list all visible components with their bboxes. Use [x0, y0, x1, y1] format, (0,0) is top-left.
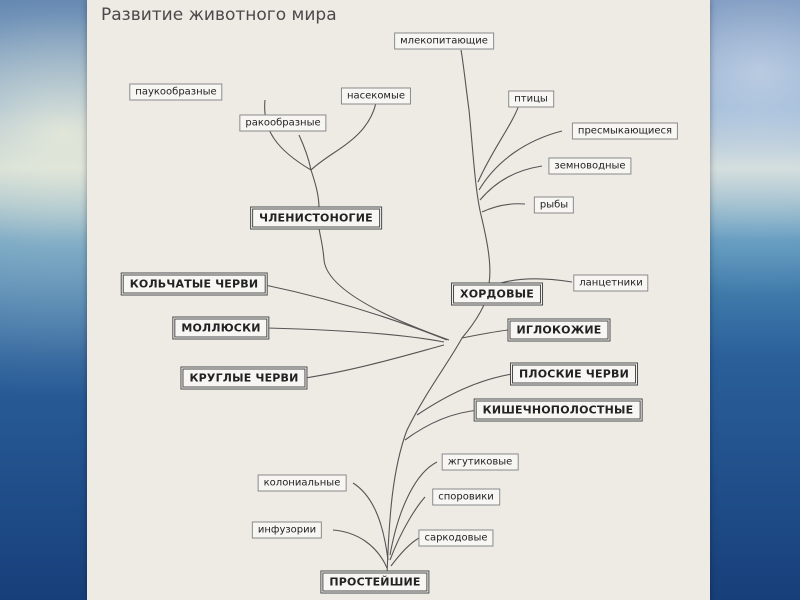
branch-reptiles: [478, 130, 563, 191]
node-mammals: млекопитающие: [394, 32, 494, 50]
branch-flagellates: [389, 461, 438, 556]
branch-birds: [477, 104, 520, 183]
node-protozoa: ПРОСТЕЙШИЕ: [320, 570, 430, 594]
node-crustaceans: ракообразные: [239, 114, 327, 132]
branch-cnidarians: [404, 409, 480, 441]
branch-echinoderms: [461, 329, 509, 339]
node-colonial: колониальные: [257, 474, 347, 492]
node-lancelets: ланцетники: [573, 274, 649, 292]
trunk-main: [386, 291, 490, 576]
branch-sarcodines: [390, 537, 420, 567]
arthropods-up: [310, 169, 320, 209]
branch-flatworms: [416, 373, 513, 416]
diagram-page: Развитие животного мира: [87, 0, 710, 600]
chordates-stem: [460, 49, 491, 285]
node-arthropods: ЧЛЕНИСТОНОГИЕ: [250, 206, 382, 230]
tree-branches: [264, 49, 573, 576]
node-fish: рыбы: [533, 196, 575, 214]
node-ciliates: инфузории: [251, 521, 323, 539]
node-annelids: КОЛЬЧАТЫЕ ЧЕРВИ: [120, 272, 268, 296]
node-sporozoans: споровики: [432, 488, 500, 506]
node-flagellates: жгутиковые: [441, 453, 519, 471]
node-molluscs: МОЛЛЮСКИ: [172, 316, 270, 340]
branch-insects: [310, 102, 377, 171]
node-insects: насекомые: [340, 87, 412, 105]
node-flatworms: ПЛОСКИЕ ЧЕРВИ: [510, 362, 638, 386]
node-reptiles: пресмыкающиеся: [571, 122, 679, 140]
node-echinoderms: ИГЛОКОЖИЕ: [507, 318, 611, 342]
branch-ciliates: [332, 529, 388, 569]
branch-fish: [481, 203, 526, 213]
node-sarcodines: саркодовые: [418, 529, 494, 547]
node-cnidarians: КИШЕЧНОПОЛОСТНЫЕ: [473, 398, 643, 422]
node-amphibians: земноводные: [548, 157, 632, 175]
node-chordates: ХОРДОВЫЕ: [451, 282, 543, 306]
branch-molluscs: [266, 327, 445, 343]
node-roundworms: КРУГЛЫЕ ЧЕРВИ: [180, 366, 308, 390]
diagram-title: Развитие животного мира: [101, 5, 337, 25]
branch-crustaceans: [298, 134, 312, 171]
branch-roundworms: [304, 344, 445, 379]
branch-amphibians: [479, 165, 543, 201]
node-birds: птицы: [508, 90, 554, 108]
node-arachnids: паукообразные: [129, 83, 223, 101]
branch-arthropods-stem: [318, 227, 450, 341]
branch-sporozoans: [389, 496, 426, 561]
branch-arachnids: [264, 99, 312, 171]
branch-colonial: [352, 482, 389, 561]
